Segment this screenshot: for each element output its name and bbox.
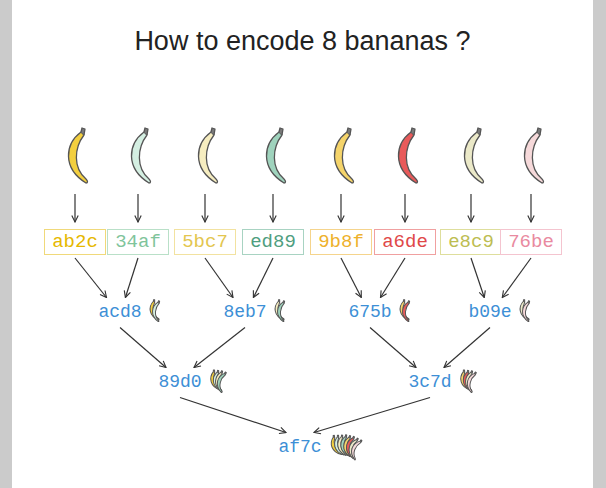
hash-arrow xyxy=(471,258,484,298)
banana-icon xyxy=(522,300,531,321)
hash-text: 8eb7 xyxy=(223,302,266,323)
hash-box: 76be xyxy=(500,229,562,255)
banana xyxy=(68,128,87,183)
hash-text: af7c xyxy=(278,437,321,458)
hash-node: acd8 xyxy=(94,300,145,325)
banana-icon xyxy=(465,371,477,393)
hash-text: 76be xyxy=(508,231,554,253)
banana-icon xyxy=(402,300,411,321)
banana xyxy=(398,128,417,183)
arrow xyxy=(74,194,75,222)
connectors xyxy=(75,258,531,433)
hash-box: 5bc7 xyxy=(174,229,236,255)
banana-icon xyxy=(277,300,286,321)
hash-arrow xyxy=(314,398,430,433)
banana xyxy=(198,128,217,183)
banana xyxy=(524,128,543,183)
hash-node: 89d0 xyxy=(154,370,205,395)
hash-text: b09e xyxy=(468,302,511,323)
hash-arrow xyxy=(502,258,531,298)
banana-icon xyxy=(348,438,363,460)
hash-box: a6de xyxy=(374,229,436,255)
arrow xyxy=(272,194,273,222)
banana-icon xyxy=(215,371,227,393)
hash-text: e8c9 xyxy=(448,231,494,253)
banana xyxy=(266,128,285,183)
hash-arrow xyxy=(125,258,138,298)
hash-text: 34af xyxy=(115,231,161,253)
hash-text: ab2c xyxy=(52,231,98,253)
hash-arrow xyxy=(370,328,416,368)
arrow xyxy=(530,194,531,222)
hash-node: 675b xyxy=(344,300,395,325)
arrow xyxy=(404,194,405,222)
hash-box: 34af xyxy=(107,229,169,255)
hash-node: 8eb7 xyxy=(219,300,270,325)
banana xyxy=(131,128,150,183)
hash-text: 9b8f xyxy=(318,231,364,253)
hash-arrow xyxy=(444,328,490,368)
hash-text: acd8 xyxy=(98,302,141,323)
title: How to encode 8 bananas ? xyxy=(12,26,593,57)
hash-text: ed89 xyxy=(250,231,296,253)
banana-arrows xyxy=(75,194,531,222)
arrow xyxy=(470,194,471,222)
hash-arrow xyxy=(253,258,273,298)
arrow xyxy=(340,194,341,222)
banana xyxy=(334,128,353,183)
hash-box: 9b8f xyxy=(310,229,372,255)
banana-icon xyxy=(152,300,161,321)
banana xyxy=(464,128,483,183)
hash-text: 675b xyxy=(348,302,391,323)
banana-icons xyxy=(148,299,530,460)
hash-arrow xyxy=(120,328,166,368)
hash-arrow xyxy=(180,398,286,433)
hash-box: ab2c xyxy=(44,229,106,255)
hash-box: ed89 xyxy=(242,229,304,255)
hash-arrow xyxy=(380,258,404,298)
hash-arrow xyxy=(194,328,245,368)
hash-text: 89d0 xyxy=(158,372,201,393)
arrow xyxy=(204,194,205,222)
hash-text: a6de xyxy=(382,231,428,253)
hash-node: 3c7d xyxy=(404,370,455,395)
hash-node: af7c xyxy=(274,435,325,460)
hash-box: e8c9 xyxy=(440,229,502,255)
arrow xyxy=(137,194,138,222)
hash-arrow xyxy=(75,258,107,298)
banana-row xyxy=(68,128,543,183)
hash-text: 3c7d xyxy=(408,372,451,393)
side-bar xyxy=(0,0,12,488)
hash-arrow xyxy=(341,258,361,298)
side-bar xyxy=(593,0,606,488)
hash-arrow xyxy=(205,258,233,298)
hash-text: 5bc7 xyxy=(182,231,228,253)
hash-node: b09e xyxy=(464,300,515,325)
